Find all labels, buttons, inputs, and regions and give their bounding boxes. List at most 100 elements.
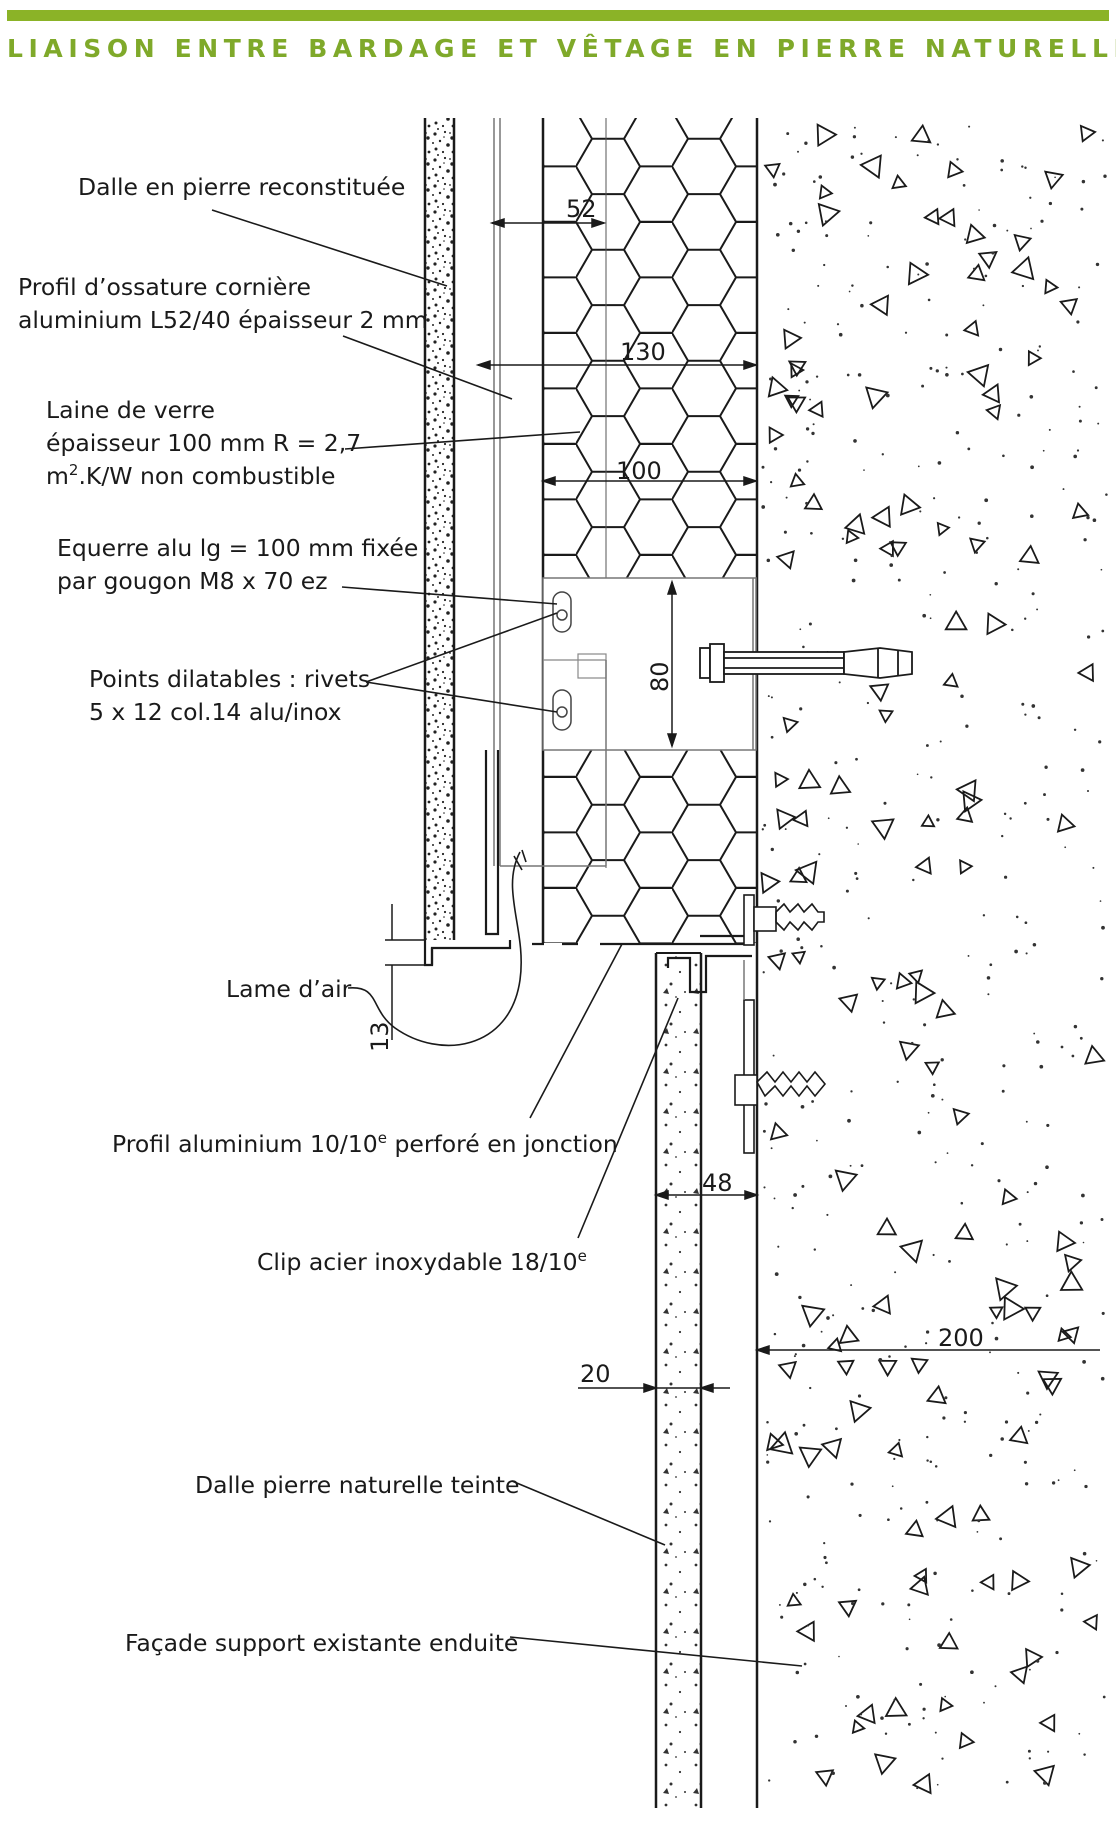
aggregate-dot: [998, 347, 1003, 352]
aggregate-dot: [926, 1459, 929, 1462]
aggregate-dot: [1017, 568, 1020, 571]
aggregate-dot: [930, 776, 933, 779]
aggregate-dot: [936, 1519, 939, 1522]
aggregate-dot: [831, 1771, 835, 1776]
aggregate-dot: [838, 681, 841, 684]
aggregate-dot: [963, 1420, 967, 1423]
dim-130: 130: [620, 338, 666, 366]
aggregate-dot: [936, 818, 940, 822]
label-bracket-1: Equerre alu lg = 100 mm fixée: [57, 534, 418, 562]
aggregate-dot: [1014, 949, 1018, 954]
aggregate-dot: [1002, 1064, 1006, 1068]
aggregate-mark: [798, 1446, 823, 1469]
aggregate-dot: [957, 516, 961, 519]
aggregate-dot: [780, 1615, 784, 1619]
aggregate-dot: [857, 843, 860, 845]
aggregate-mark: [788, 866, 809, 884]
aggregate-dot: [941, 1098, 944, 1101]
aggregate-mark: [837, 993, 859, 1014]
aggregate-dot: [1046, 817, 1050, 821]
aggregate-dot: [821, 1585, 824, 1589]
aggregate-dot: [850, 155, 855, 159]
aggregate-dot: [932, 1083, 936, 1087]
aggregate-dot: [986, 536, 989, 540]
aggregate-mark: [767, 375, 789, 398]
aggregate-mark: [1011, 1569, 1031, 1592]
aggregate-dot: [1101, 925, 1105, 930]
aggregate-dot: [991, 251, 995, 255]
aggregate-dot: [894, 136, 897, 139]
aggregate-dot: [851, 1601, 855, 1606]
aggregate-mark: [1063, 1253, 1083, 1274]
aggregate-dot: [886, 265, 889, 269]
aggregate-dot: [816, 1139, 818, 1142]
aggregate-dot: [1095, 262, 1100, 267]
aggregate-dot: [1036, 1659, 1040, 1663]
aggregate-mark: [884, 1696, 909, 1717]
aggregate-mark: [849, 1399, 873, 1424]
aggregate-dot: [949, 1618, 953, 1621]
aggregate-dot: [1076, 320, 1080, 324]
aggregate-mark: [807, 400, 824, 419]
aggregate-dot: [773, 182, 777, 187]
aggregate-mark: [936, 521, 951, 537]
aggregate-dot: [955, 430, 960, 435]
aggregate-dot: [860, 1164, 864, 1167]
aggregate-dot: [1021, 284, 1025, 288]
aggregate-mark: [962, 789, 984, 814]
aggregate-mark: [971, 1503, 992, 1522]
aggregate-dot: [805, 380, 809, 384]
aggregate-dot: [861, 1307, 865, 1310]
aggregate-dot: [782, 172, 786, 176]
aggregate-dot: [933, 497, 936, 500]
aggregate-mark: [1038, 1713, 1056, 1733]
aggregate-dot: [813, 1577, 817, 1581]
aggregate-dot: [824, 220, 827, 223]
aggregate-dot: [936, 1783, 939, 1786]
natural-stone-slab: [654, 952, 827, 1808]
aggregate-dot: [766, 558, 771, 563]
aggregate-mark: [962, 319, 980, 337]
aggregate-dot: [882, 1021, 886, 1024]
aggregate-dot: [1024, 921, 1028, 925]
aggregate-dot: [975, 551, 978, 554]
aggregate-dot: [940, 1058, 944, 1062]
aggregate-mark: [791, 809, 809, 828]
aggregate-dot: [930, 1093, 935, 1098]
aggregate-dot: [853, 126, 856, 129]
aggregate-dot: [777, 1245, 780, 1248]
aggregate-dot: [1046, 1123, 1050, 1127]
aggregate-dot: [907, 1603, 911, 1607]
aggregate-dot: [796, 937, 800, 941]
aggregate-dot: [982, 304, 985, 307]
aggregate-dot: [923, 1023, 927, 1027]
aggregate-mark: [914, 980, 937, 1005]
aggregate-dot: [1040, 219, 1044, 223]
aggregate-dot: [804, 221, 808, 225]
aggregate-dot: [835, 1427, 838, 1431]
aggregate-dot: [761, 465, 765, 469]
aggregate-dot: [1073, 728, 1077, 732]
aggregate-dot: [809, 398, 812, 401]
aggregate-dot: [994, 1336, 999, 1341]
dim-13: 13: [366, 1021, 394, 1052]
aggregate-mark: [937, 207, 956, 228]
aggregate-mark: [912, 1567, 928, 1584]
aggregate-dot: [1102, 1695, 1106, 1699]
wall-plug-lower-icon: [734, 1070, 827, 1106]
aggregate-mark: [1023, 1306, 1042, 1323]
aggregate-dot: [929, 593, 932, 596]
aggregate-dot: [1082, 1241, 1085, 1244]
aggregate-dot: [761, 505, 766, 509]
aggregate-dot: [812, 423, 815, 426]
aggregate-dot: [806, 1495, 810, 1499]
aggregate-mark: [870, 818, 895, 841]
aggregate-mark: [783, 328, 803, 351]
aggregate-dot: [786, 132, 790, 136]
aggregate-dot: [1005, 1243, 1008, 1246]
aggregate-dot: [917, 465, 920, 468]
aggregate-dot: [1071, 1054, 1075, 1058]
aggregate-dot: [962, 184, 966, 187]
aggregate-dot: [921, 384, 925, 388]
aggregate-mark: [922, 207, 940, 226]
